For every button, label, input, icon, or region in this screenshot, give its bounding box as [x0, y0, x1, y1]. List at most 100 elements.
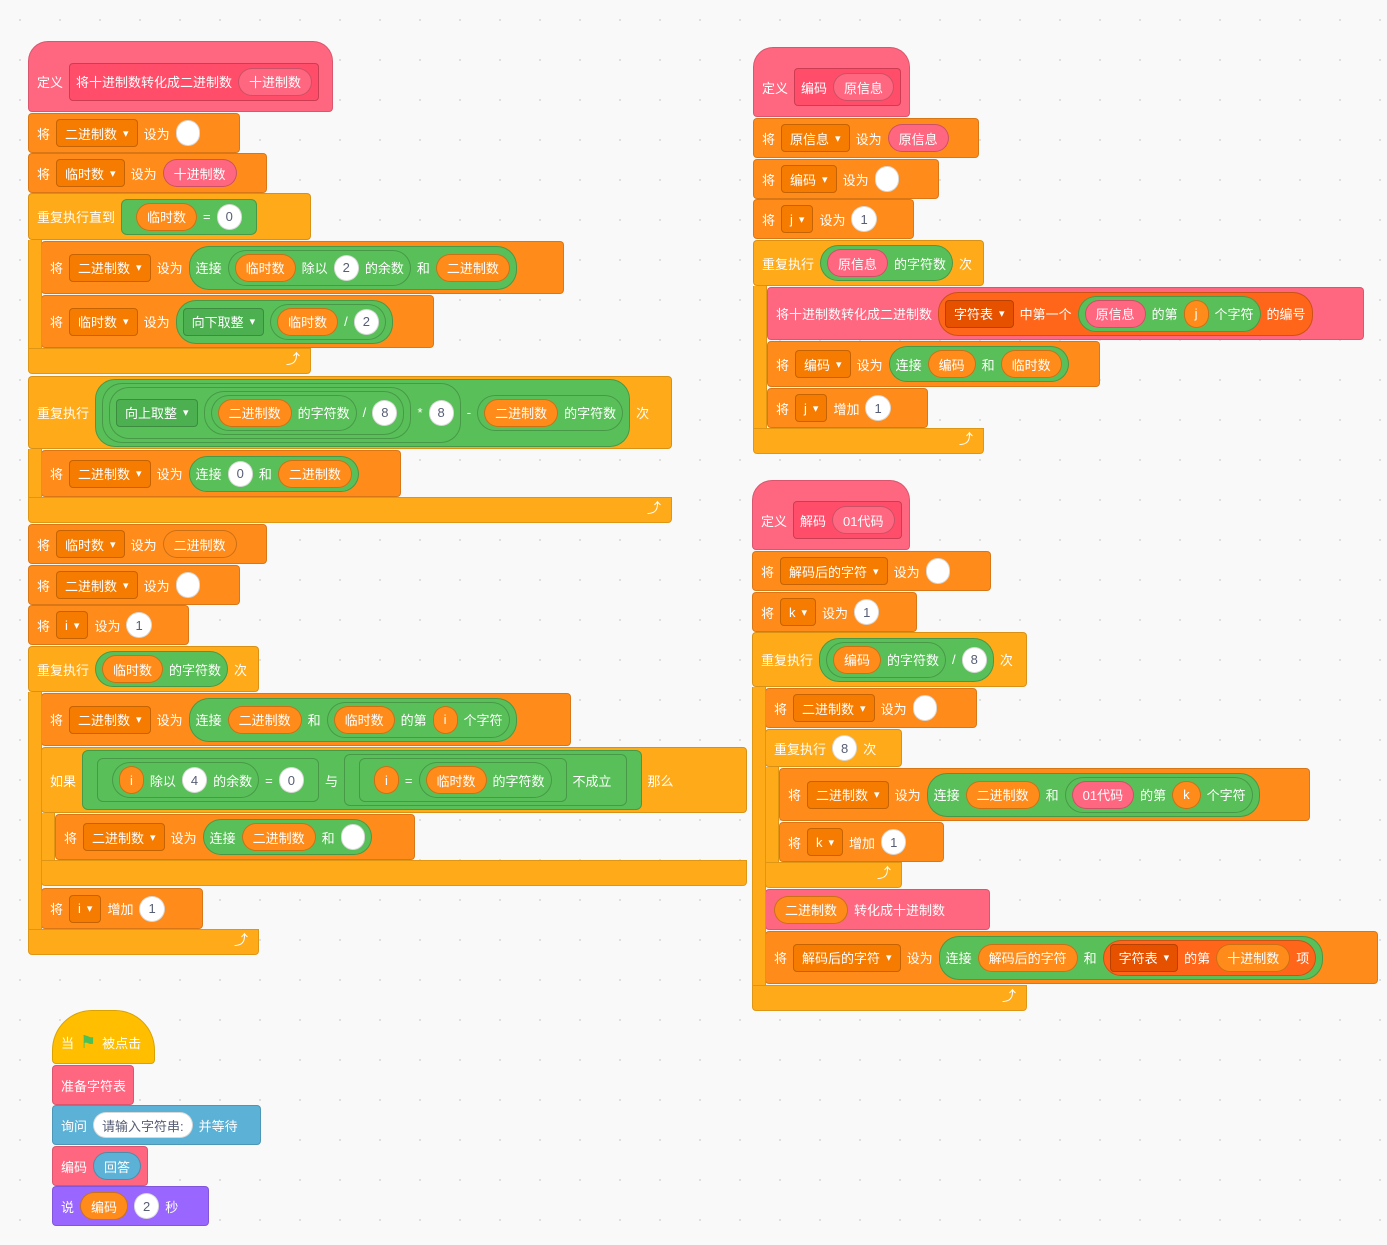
dropdown-var[interactable]: 原信息	[781, 124, 850, 152]
dropdown-var[interactable]: 二进制数	[56, 571, 138, 599]
dropdown-var[interactable]: i	[56, 611, 89, 639]
reporter-block[interactable]: 编码的字符数	[826, 641, 947, 678]
reporter-block[interactable]: 二进制数的字符数	[477, 394, 624, 431]
stack-block[interactable]: 将二进制数设为	[765, 688, 977, 728]
reporter-var[interactable]: 二进制数	[241, 823, 316, 851]
stack-block[interactable]: 将解码后的字符设为连接解码后的字符和字符表的第十进制数项	[765, 931, 1378, 984]
value-input[interactable]	[340, 824, 365, 850]
reporter-var[interactable]: 二进制数	[162, 530, 237, 558]
stack-block[interactable]: 将二进制数设为	[28, 565, 240, 605]
dropdown-list[interactable]: 字符表	[1109, 943, 1179, 972]
dropdown-var[interactable]: 二进制数	[69, 253, 151, 282]
dropdown-var[interactable]: 解码后的字符	[793, 943, 901, 972]
reporter-var[interactable]: 临时数	[234, 253, 296, 282]
reporter-custom[interactable]: 原信息	[887, 124, 949, 152]
value-input[interactable]: 8	[832, 735, 858, 761]
reporter-block[interactable]: 编码原信息	[794, 68, 902, 106]
dropdown-var[interactable]: 临时数	[56, 159, 125, 187]
stack-block[interactable]: 将二进制数设为连接二进制数和临时数的第i个字符	[41, 693, 571, 746]
value-input[interactable]: 8	[961, 646, 987, 673]
reporter-block[interactable]: 连接解码后的字符和字符表的第十进制数项	[938, 935, 1324, 980]
reporter-var[interactable]: 临时数	[425, 766, 487, 794]
reporter-var[interactable]: 临时数	[1000, 350, 1062, 378]
reporter-var[interactable]: 编码	[833, 645, 882, 674]
dropdown-var[interactable]: 解码后的字符	[780, 557, 888, 585]
reporter-var[interactable]: 二进制数	[277, 459, 352, 488]
stack-block[interactable]: 将二进制数设为连接0和二进制数	[41, 450, 401, 497]
dropdown-var[interactable]: 临时数	[56, 530, 125, 558]
boolean-block[interactable]: 临时数=0	[121, 198, 257, 235]
reporter-var[interactable]: 二进制数	[227, 705, 302, 734]
value-input[interactable]: 1	[126, 612, 152, 638]
reporter-custom[interactable]: 原信息	[827, 249, 889, 277]
stack-block[interactable]: 将i增加1	[41, 888, 203, 929]
value-input[interactable]: 1	[851, 206, 877, 232]
dropdown-var[interactable]: 编码	[795, 350, 851, 378]
value-input[interactable]: 0	[278, 767, 304, 793]
stack-block[interactable]: 将二进制数设为连接二进制数和01代码的第k个字符	[779, 768, 1310, 821]
value-input[interactable]: 2	[353, 308, 379, 335]
control-block[interactable]: 重复执行临时数的字符数次	[28, 646, 259, 692]
value-input[interactable]: 8	[372, 399, 398, 426]
dropdown-list[interactable]: 字符表	[945, 299, 1014, 328]
value-input[interactable]: 0	[216, 203, 242, 230]
value-input[interactable]: 2	[134, 1193, 160, 1219]
reporter-block[interactable]: 字符表的第十进制数项	[1102, 939, 1317, 976]
reporter-block[interactable]: 连接编码和临时数	[888, 346, 1069, 382]
reporter-var[interactable]: i	[374, 766, 399, 794]
stack-block[interactable]: 将编码设为	[753, 159, 939, 199]
value-input[interactable]: 4	[181, 767, 208, 793]
stack-block[interactable]: 将二进制数设为连接二进制数和	[55, 814, 415, 860]
dropdown-op[interactable]: 向下取整	[182, 307, 265, 336]
dropdown-var[interactable]: j	[781, 205, 814, 233]
hat-block[interactable]: 定义将十进制数转化成二进制数十进制数	[28, 41, 333, 112]
dropdown-var[interactable]: i	[69, 894, 102, 923]
dropdown-var[interactable]: 临时数	[69, 307, 138, 336]
reporter-block[interactable]: 临时数的字符数	[418, 762, 552, 798]
dropdown-var[interactable]: j	[795, 394, 828, 422]
reporter-sens[interactable]: 回答	[93, 1152, 142, 1180]
reporter-custom[interactable]: 01代码	[832, 506, 895, 534]
stack-block[interactable]: 将k设为1	[752, 592, 917, 632]
dropdown-var[interactable]: 二进制数	[83, 823, 165, 851]
reporter-custom[interactable]: 原信息	[833, 73, 895, 101]
reporter-block[interactable]: 字符表中第一个原信息的第j个字符的编号	[938, 291, 1313, 336]
reporter-var[interactable]: 二进制数	[484, 398, 559, 427]
dropdown-var[interactable]: 二进制数	[807, 780, 889, 809]
value-input[interactable]	[925, 558, 950, 584]
hat-block[interactable]: 定义编码原信息	[753, 47, 910, 117]
value-input[interactable]	[912, 695, 937, 721]
stack-block[interactable]: 将二进制数设为连接临时数除以2的余数和二进制数	[41, 241, 564, 294]
value-input[interactable]: 1	[865, 395, 891, 421]
stack-block[interactable]: 准备字符表	[52, 1065, 134, 1105]
reporter-var[interactable]: i	[119, 766, 144, 794]
reporter-block[interactable]: 编码的字符数/8	[819, 637, 994, 682]
dropdown-var[interactable]: 二进制数	[793, 694, 875, 722]
reporter-var[interactable]: 解码后的字符	[977, 943, 1078, 972]
stack-block[interactable]: 将i设为1	[28, 605, 189, 645]
boolean-block[interactable]: i=临时数的字符数	[359, 758, 567, 802]
reporter-custom[interactable]: 原信息	[1084, 299, 1146, 328]
stack-block[interactable]: 将临时数设为十进制数	[28, 153, 267, 193]
value-input[interactable]: 0	[227, 460, 253, 487]
reporter-var[interactable]: 二进制数	[965, 780, 1040, 809]
reporter-var[interactable]: 临时数	[102, 655, 164, 683]
reporter-var[interactable]: k	[1172, 780, 1201, 809]
dropdown-var[interactable]: k	[807, 828, 844, 856]
reporter-custom[interactable]: 01代码	[1071, 780, 1135, 809]
reporter-custom[interactable]: 十进制数	[238, 67, 313, 96]
stack-block[interactable]: 将编码设为连接编码和临时数	[767, 341, 1100, 387]
reporter-var[interactable]: 临时数	[277, 307, 339, 336]
